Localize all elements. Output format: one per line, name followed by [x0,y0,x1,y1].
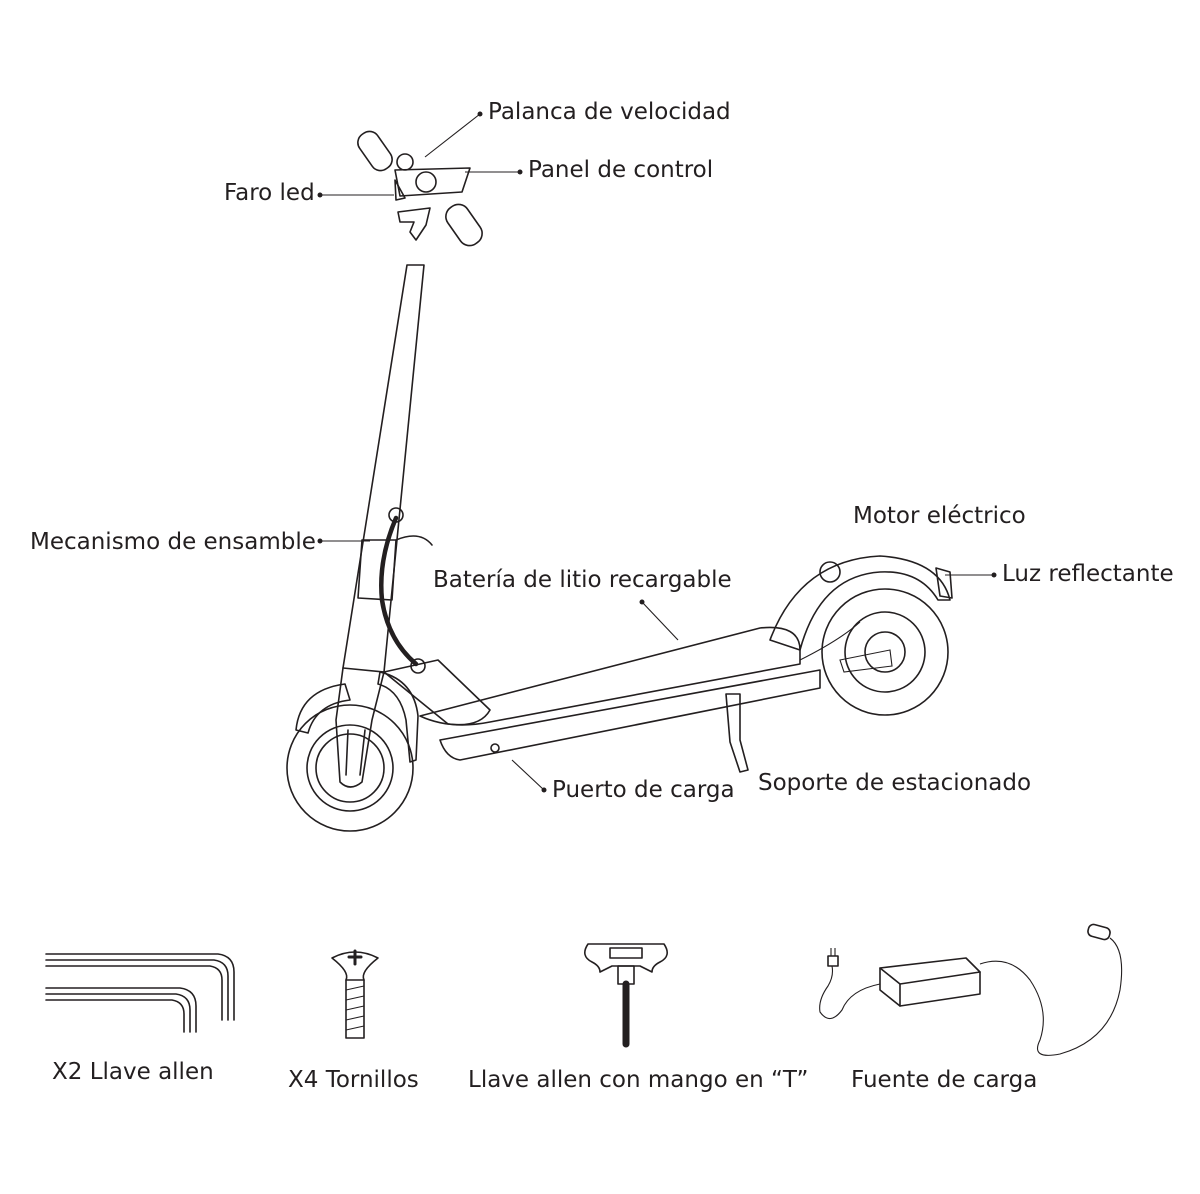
leader-lines [317,111,997,793]
accessory-label-charger: Fuente de carga [851,1067,1038,1093]
accessory-label-allen-key: X2 Llave allen [52,1059,214,1085]
allen-key-icon [45,953,235,1033]
label-reflective-light: Luz reflectante [1002,561,1174,587]
front-fork [335,667,385,788]
screw-icon [331,949,379,1039]
label-electric-motor: Motor eléctrico [853,503,1026,529]
charger-icon [819,923,1123,1056]
deck [419,626,801,726]
accessory-label-screws: X4 Tornillos [288,1067,419,1093]
front-mudguard [295,683,351,734]
kickstand-drawing [725,693,749,773]
label-speed-lever: Palanca de velocidad [488,99,731,125]
led-light-drawing [397,207,431,241]
label-control-panel: Panel de control [528,157,714,183]
handlebar-stem [342,264,425,673]
scooter-drawing [286,130,953,832]
brake-cable [379,515,419,667]
t-handle-allen-key-icon [584,943,668,1048]
front-wheel [286,704,414,832]
label-assembly-mechanism: Mecanismo de ensamble [30,529,316,555]
label-lithium-battery: Batería de litio recargable [433,567,732,593]
control-panel-drawing [394,167,471,197]
label-kickstand: Soporte de estacionado [758,770,1032,796]
accessory-label-t-handle-key: Llave allen con mango en “T” [468,1067,809,1093]
label-charging-port: Puerto de carga [552,777,735,803]
rear-fender [769,555,951,651]
label-led-light: Faro led [224,180,315,206]
rear-wheel [821,588,949,716]
